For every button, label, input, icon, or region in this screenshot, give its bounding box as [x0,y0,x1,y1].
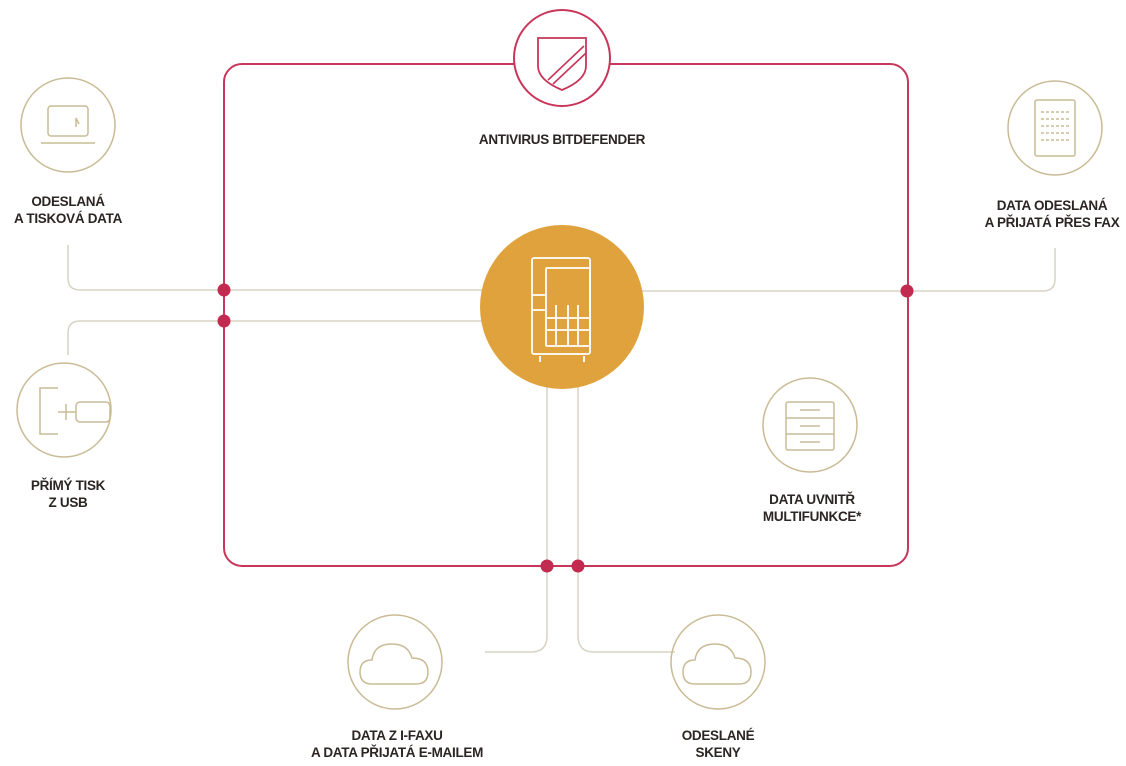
label-internal-data: DATA UVNITŘ MULTIFUNKCE* [762,492,862,524]
label-usb-print: PŘÍMÝ TISK Z USB [30,478,106,510]
connector-lines [67,245,1056,653]
laptop-icon [20,77,116,173]
junction-dot [217,314,231,328]
connector-print-data [67,245,500,291]
label-antivirus: ANTIVIRUS BITDEFENDER [478,132,646,147]
connector-ifax-data [485,385,548,653]
cloud-icon [347,614,443,710]
shield-icon [513,9,611,107]
connector-scans [577,385,675,653]
junction-dot [900,284,914,298]
label-scans: ODESLANÉ SKENY [681,728,755,760]
junction-dot [217,283,231,297]
multifunction-printer-icon [480,225,644,389]
junction-dot [540,559,554,573]
fax-document-icon [1007,80,1103,176]
usb-icon [16,362,112,458]
junction-dot [571,559,585,573]
cloud-icon [670,614,766,710]
label-print-data: ODESLANÁ A TISKOVÁ DATA [13,194,123,226]
storage-drawers-icon [762,377,858,473]
connector-fax-data [640,248,1056,292]
label-fax-data: DATA ODESLANÁ A PŘIJATÁ PŘES FAX [984,198,1120,230]
label-ifax-data: DATA Z I-FAXU A DATA PŘIJATÁ E-MAILEM [310,728,484,760]
junction-dots [217,283,914,573]
connector-usb-print [67,320,500,355]
